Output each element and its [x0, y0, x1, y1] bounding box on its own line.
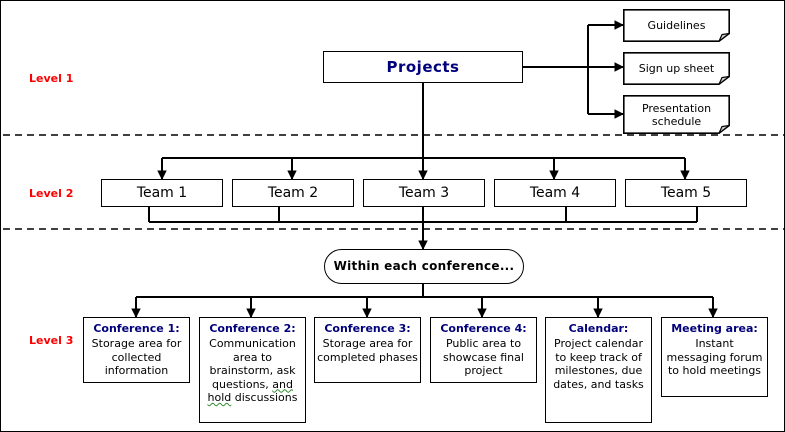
document-shape-icon	[623, 52, 730, 85]
card-conference-1-body: Storage area for collected information	[91, 337, 182, 377]
card-calendar-title: Calendar:	[568, 322, 629, 335]
card-calendar[interactable]: Calendar: Project calendar to keep track…	[545, 317, 652, 423]
node-team-1[interactable]: Team 1	[101, 179, 223, 207]
node-team-4[interactable]: Team 4	[494, 179, 616, 207]
doc-sign-up-sheet[interactable]: Sign up sheet	[623, 52, 730, 85]
card-conference-2-title: Conference 2:	[209, 322, 296, 335]
node-within-each-conference[interactable]: Within each conference...	[324, 249, 524, 284]
node-team-2[interactable]: Team 2	[232, 179, 354, 207]
card-conference-2-body-post: discussions	[234, 391, 298, 404]
doc-presentation-schedule-label: Presentation schedule	[641, 101, 712, 128]
document-shape-icon	[623, 9, 730, 42]
card-conference-4-body: Public area to showcase final project	[443, 337, 524, 377]
card-conference-3-title: Conference 3:	[324, 322, 411, 335]
card-meeting-area-body: Instant messaging forum to hold meetings	[666, 337, 763, 377]
card-conference-3-body: Storage area for completed phases	[317, 337, 418, 364]
node-team-3-label: Team 3	[398, 184, 450, 201]
doc-guidelines-label: Guidelines	[647, 19, 706, 32]
node-projects-label: Projects	[386, 57, 460, 76]
card-conference-3[interactable]: Conference 3: Storage area for completed…	[314, 317, 421, 383]
doc-guidelines[interactable]: Guidelines	[623, 9, 730, 42]
level-label-2: Level 2	[29, 187, 74, 200]
node-within-each-conference-label: Within each conference...	[333, 259, 515, 273]
node-team-5-label: Team 5	[660, 184, 712, 201]
node-projects[interactable]: Projects	[323, 51, 523, 83]
card-conference-1[interactable]: Conference 1: Storage area for collected…	[83, 317, 190, 383]
card-conference-4[interactable]: Conference 4: Public area to showcase fi…	[430, 317, 537, 383]
card-meeting-area-title: Meeting area:	[671, 322, 758, 335]
node-team-2-label: Team 2	[267, 184, 319, 201]
card-conference-2-body-flagged: and hold	[207, 377, 293, 405]
node-team-5[interactable]: Team 5	[625, 179, 747, 207]
node-team-4-label: Team 4	[529, 184, 581, 201]
document-shape-icon	[623, 95, 730, 134]
node-team-3[interactable]: Team 3	[363, 179, 485, 207]
doc-presentation-schedule[interactable]: Presentation schedule	[623, 95, 730, 134]
doc-sign-up-sheet-label: Sign up sheet	[638, 62, 715, 75]
level-label-3: Level 3	[29, 334, 74, 347]
card-conference-2-body: Communication area to brainstorm, ask qu…	[202, 337, 303, 405]
card-meeting-area[interactable]: Meeting area: Instant messaging forum to…	[661, 317, 768, 397]
level-label-1: Level 1	[29, 72, 74, 85]
card-conference-2[interactable]: Conference 2: Communication area to brai…	[199, 317, 306, 423]
card-calendar-body: Project calendar to keep track of milest…	[553, 337, 644, 391]
node-team-1-label: Team 1	[136, 184, 188, 201]
card-conference-4-title: Conference 4:	[440, 322, 527, 335]
card-conference-2-body-pre: Communication area to brainstorm, ask qu…	[209, 337, 296, 391]
card-conference-1-title: Conference 1:	[93, 322, 180, 335]
